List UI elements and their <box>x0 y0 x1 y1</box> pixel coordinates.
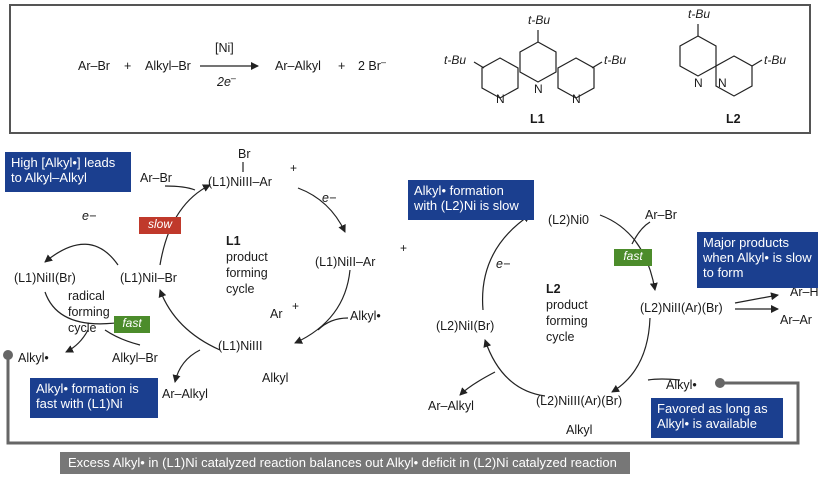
l1-arbr: Ar–Br <box>140 171 172 185</box>
arrow-alkylbr-in <box>104 329 141 346</box>
l1-cycle-name: L1 product forming cycle <box>226 234 271 296</box>
arrow-l2-bottom-to-left <box>483 339 546 397</box>
l1-species-bottom-ar: Ar <box>270 307 283 321</box>
plus-sign-1: + <box>124 59 131 73</box>
l2-product-out: Ar–Alkyl <box>428 399 474 413</box>
arrow-radical-top <box>44 243 119 266</box>
l1-species-right: (L1)NiII–Ar <box>315 255 375 269</box>
l1-alkylbr-in: Alkyl–Br <box>112 351 158 365</box>
box-high-alkyl: High [Alkyl•] leads to Alkyl–Alkyl <box>5 152 131 192</box>
l1-species-left: (L1)NiI–Br <box>120 271 177 285</box>
footer-banner: Excess Alkyl• in (L1)Ni catalyzed reacti… <box>60 452 630 474</box>
arrow-l2-alkyl-in <box>647 378 681 381</box>
tag-slow: slow <box>139 217 181 234</box>
l1-electron-top: e− <box>322 191 336 205</box>
arrow-l2-top-to-right <box>599 214 658 291</box>
l1-charge-right: + <box>400 241 407 255</box>
arrow-arbr-in <box>164 185 196 191</box>
l2-tbu-top: t-Bu <box>688 7 710 21</box>
l2-n-right: N <box>718 76 727 90</box>
l2-alkyl-radical-in: Alkyl• <box>666 378 697 392</box>
arrow-l2-arbr-in <box>631 221 651 245</box>
catalyst-label: [Ni] <box>215 41 234 55</box>
l2-label: L2 <box>726 112 741 126</box>
arrow-side-ar-h <box>734 292 779 304</box>
l1-alkyl-radical-in: Alkyl• <box>350 309 381 323</box>
l2-cycle-name: L2 product forming cycle <box>546 282 591 344</box>
equation-frame <box>9 4 811 134</box>
l2-side-ar-h: Ar–H <box>790 285 818 299</box>
l1-species-bottom-alkyl: Alkyl <box>262 371 288 385</box>
l2-species-right: (L2)NiII(Ar)(Br) <box>640 301 723 315</box>
l1-charge-top: + <box>290 161 297 175</box>
l1-n-left: N <box>496 92 505 106</box>
l2-electron: e− <box>496 257 510 271</box>
arrow-alkyl-out <box>65 329 89 353</box>
l1-charge-bottom: + <box>292 299 299 313</box>
tag-fast-left: fast <box>114 316 150 333</box>
box-slow-formation: Alkyl• formation with (L2)Ni is slow <box>408 180 534 220</box>
arrow-l2-product-out <box>459 371 496 396</box>
arrow-l2-left-to-top <box>481 214 531 311</box>
alkyl-transfer-connector <box>6 355 800 445</box>
plus-sign-2: + <box>338 59 345 73</box>
l1-species-far-left: (L1)NiII(Br) <box>14 271 76 285</box>
l2-species-left: (L2)NiI(Br) <box>436 319 494 333</box>
product-label: Ar–Alkyl <box>275 59 321 73</box>
connector-end-dot <box>3 350 13 360</box>
radical-cycle-name: radical forming cycle <box>68 289 113 335</box>
box-major-products: Major products when Alkyl• is slow to fo… <box>697 232 818 288</box>
arrow-l1-bottom-to-left <box>158 289 221 351</box>
arrow-alkyl-in <box>317 317 349 331</box>
l1-electron-radical: e− <box>82 209 96 223</box>
l2-species-bottom-alkyl: Alkyl <box>566 423 592 437</box>
l2-side-ar-ar: Ar–Ar <box>780 313 812 327</box>
box-fast-formation: Alkyl• formation is fast with (L1)Ni <box>30 378 158 418</box>
connector-start-dot <box>715 378 725 388</box>
l2-tbu-right: t-Bu <box>764 53 786 67</box>
arrow-product-out <box>172 349 201 383</box>
l1-product-out: Ar–Alkyl <box>162 387 208 401</box>
arrow-l1-left-to-top <box>159 184 211 266</box>
l1-n-right: N <box>572 92 581 106</box>
l2-species-top: (L2)Ni0 <box>548 213 589 227</box>
l2-arbr: Ar–Br <box>645 208 677 222</box>
l1-tbu-top: t-Bu <box>528 13 550 27</box>
ligand-l1-structure <box>473 30 603 99</box>
arrow-l1-right-to-bottom <box>294 269 351 344</box>
l2-species-bottom: (L2)NiIII(Ar)(Br) <box>536 394 622 408</box>
arrow-l2-right-to-bottom <box>611 317 651 393</box>
ligand-l2-structure <box>679 24 763 97</box>
bromide-label: 2 Br– <box>358 57 386 73</box>
l1-label: L1 <box>530 112 545 126</box>
l1-alkyl-radical-out: Alkyl• <box>18 351 49 365</box>
electrons-label: 2e– <box>216 73 237 89</box>
l1-species-top: (L1)NiIII–Ar <box>208 175 272 189</box>
l1-tbu-left: t-Bu <box>444 53 466 67</box>
l1-tbu-right: t-Bu <box>604 53 626 67</box>
reactant-alkylbr: Alkyl–Br <box>145 59 191 73</box>
box-favored: Favored as long as Alkyl• is available <box>651 398 783 438</box>
l2-n-left: N <box>694 76 703 90</box>
tag-fast-right: fast <box>614 249 652 266</box>
l1-n-center: N <box>534 82 543 96</box>
l1-species-top-br: Br <box>238 147 251 161</box>
reactant-arbr: Ar–Br <box>78 59 110 73</box>
arrow-l1-top-to-right <box>297 187 346 233</box>
right-cycle <box>459 214 779 397</box>
l1-species-bottom: (L1)NiIII <box>218 339 262 353</box>
